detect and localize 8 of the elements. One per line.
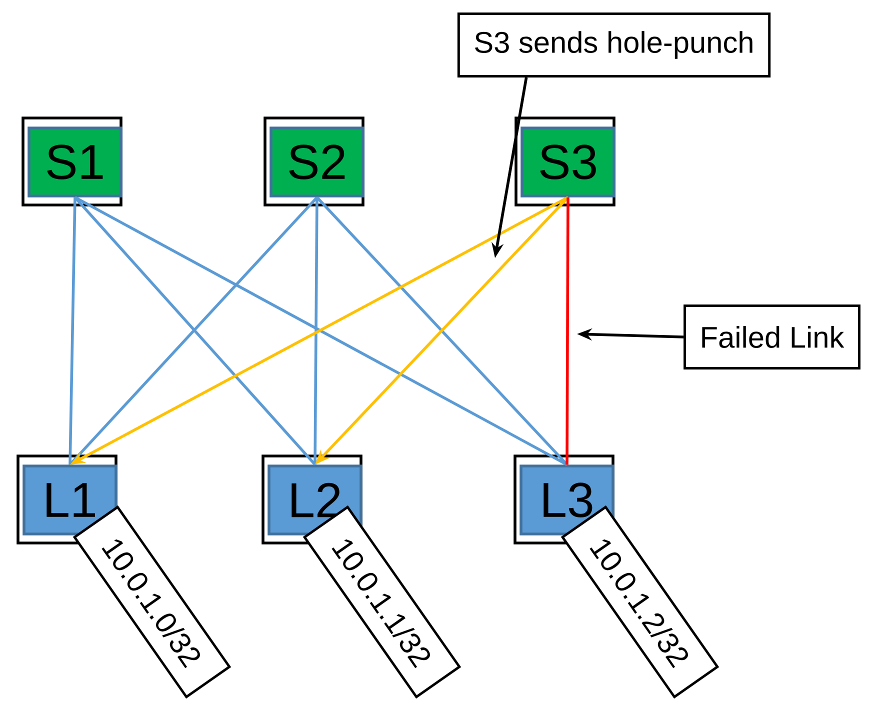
callout-box: S3 sends hole-punch [457, 12, 771, 78]
link-line [68, 197, 76, 465]
switch-box: S1 [22, 116, 122, 206]
switch-box: S2 [264, 116, 364, 206]
switch-box: S3 [514, 116, 616, 206]
link-line [314, 197, 318, 465]
callout-box: Failed Link [684, 304, 860, 370]
link-line [566, 197, 570, 465]
